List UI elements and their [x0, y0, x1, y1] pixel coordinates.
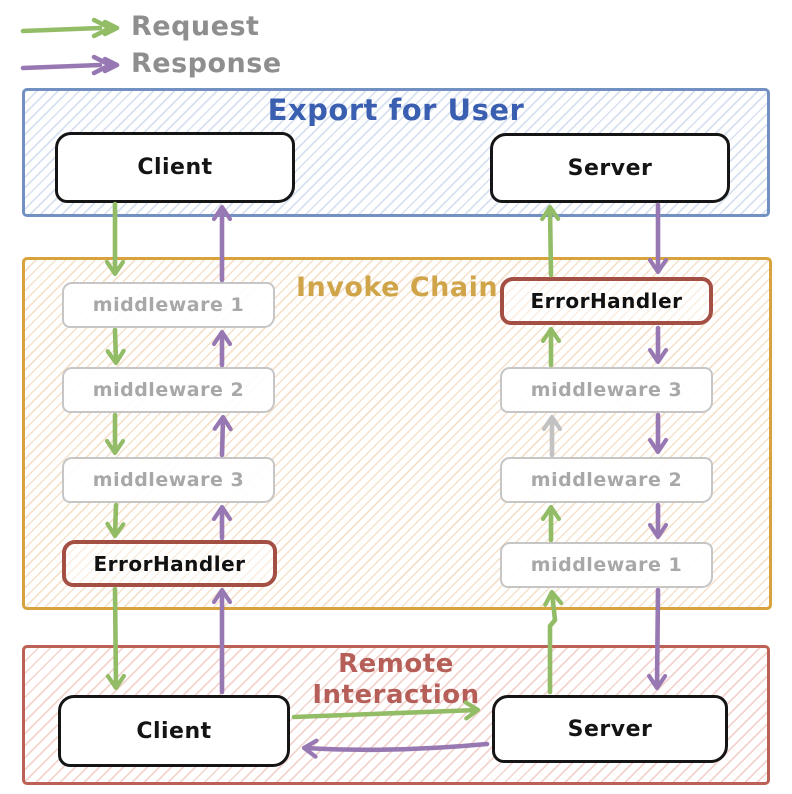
remote-section-title: Remote Interaction [25, 649, 767, 711]
request-arrow-icon [20, 17, 120, 39]
server-middleware-3-node: middleware 3 [500, 367, 713, 413]
legend-response-label: Response [131, 48, 282, 79]
client-middleware-1-node: middleware 1 [62, 282, 275, 328]
server-middleware-1-node: middleware 1 [500, 542, 713, 588]
legend-request-label: Request [131, 11, 260, 42]
export-server-node: Server [490, 133, 730, 203]
client-middleware-2-node: middleware 2 [62, 367, 275, 413]
client-errorhandler-node: ErrorHandler [62, 540, 277, 587]
server-errorhandler-node: ErrorHandler [500, 277, 713, 325]
response-arrow-icon [20, 54, 120, 76]
export-client-node: Client [55, 132, 295, 203]
client-middleware-3-node: middleware 3 [62, 457, 275, 503]
remote-section-title-text: Remote Interaction [312, 649, 480, 710]
export-section-title: Export for User [267, 93, 525, 127]
server-middleware-2-node: middleware 2 [500, 457, 713, 503]
invoke-section-title: Invoke Chain [295, 272, 499, 303]
remote-server-node: Server [492, 695, 728, 763]
remote-client-node: Client [58, 695, 290, 767]
